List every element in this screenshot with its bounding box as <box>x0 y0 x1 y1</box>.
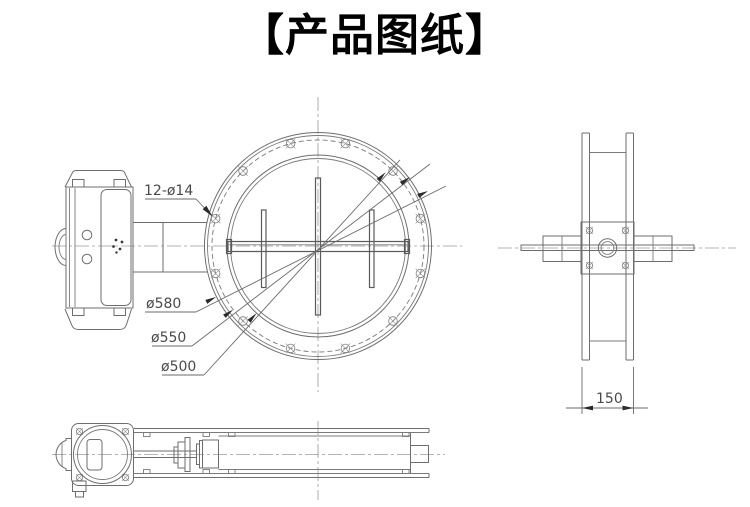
dim-bolt-holes: 12-ø14 <box>144 183 213 217</box>
dim-inner-diameter: ø500 <box>161 159 401 376</box>
dim-width-label: 150 <box>596 391 623 407</box>
front-view <box>204 132 432 360</box>
dim-outer-diameter-label: ø580 <box>146 296 181 312</box>
page-title: 【产品图纸】 <box>240 11 510 60</box>
shaft-coupling <box>134 437 219 472</box>
dim-width: 150 <box>566 367 648 414</box>
front-view-dimensions: 12-ø14 ø580 ø550 <box>144 159 447 376</box>
actuator-side-view <box>54 170 207 330</box>
dim-inner-diameter-label: ø500 <box>161 359 196 375</box>
dim-bolt-circle: ø550 <box>151 163 431 347</box>
shaft-center-marks <box>112 238 124 254</box>
actuator-plan <box>55 423 134 498</box>
dim-bolt-holes-label: 12-ø14 <box>144 183 193 199</box>
side-view: 150 <box>520 132 695 414</box>
dim-bolt-circle-label: ø550 <box>151 330 186 346</box>
bottom-view <box>55 423 430 498</box>
disc-blade <box>225 177 411 316</box>
dim-outer-diameter: ø580 <box>145 185 447 313</box>
valve-body-plan <box>134 428 430 478</box>
shaft-plate <box>580 221 635 275</box>
